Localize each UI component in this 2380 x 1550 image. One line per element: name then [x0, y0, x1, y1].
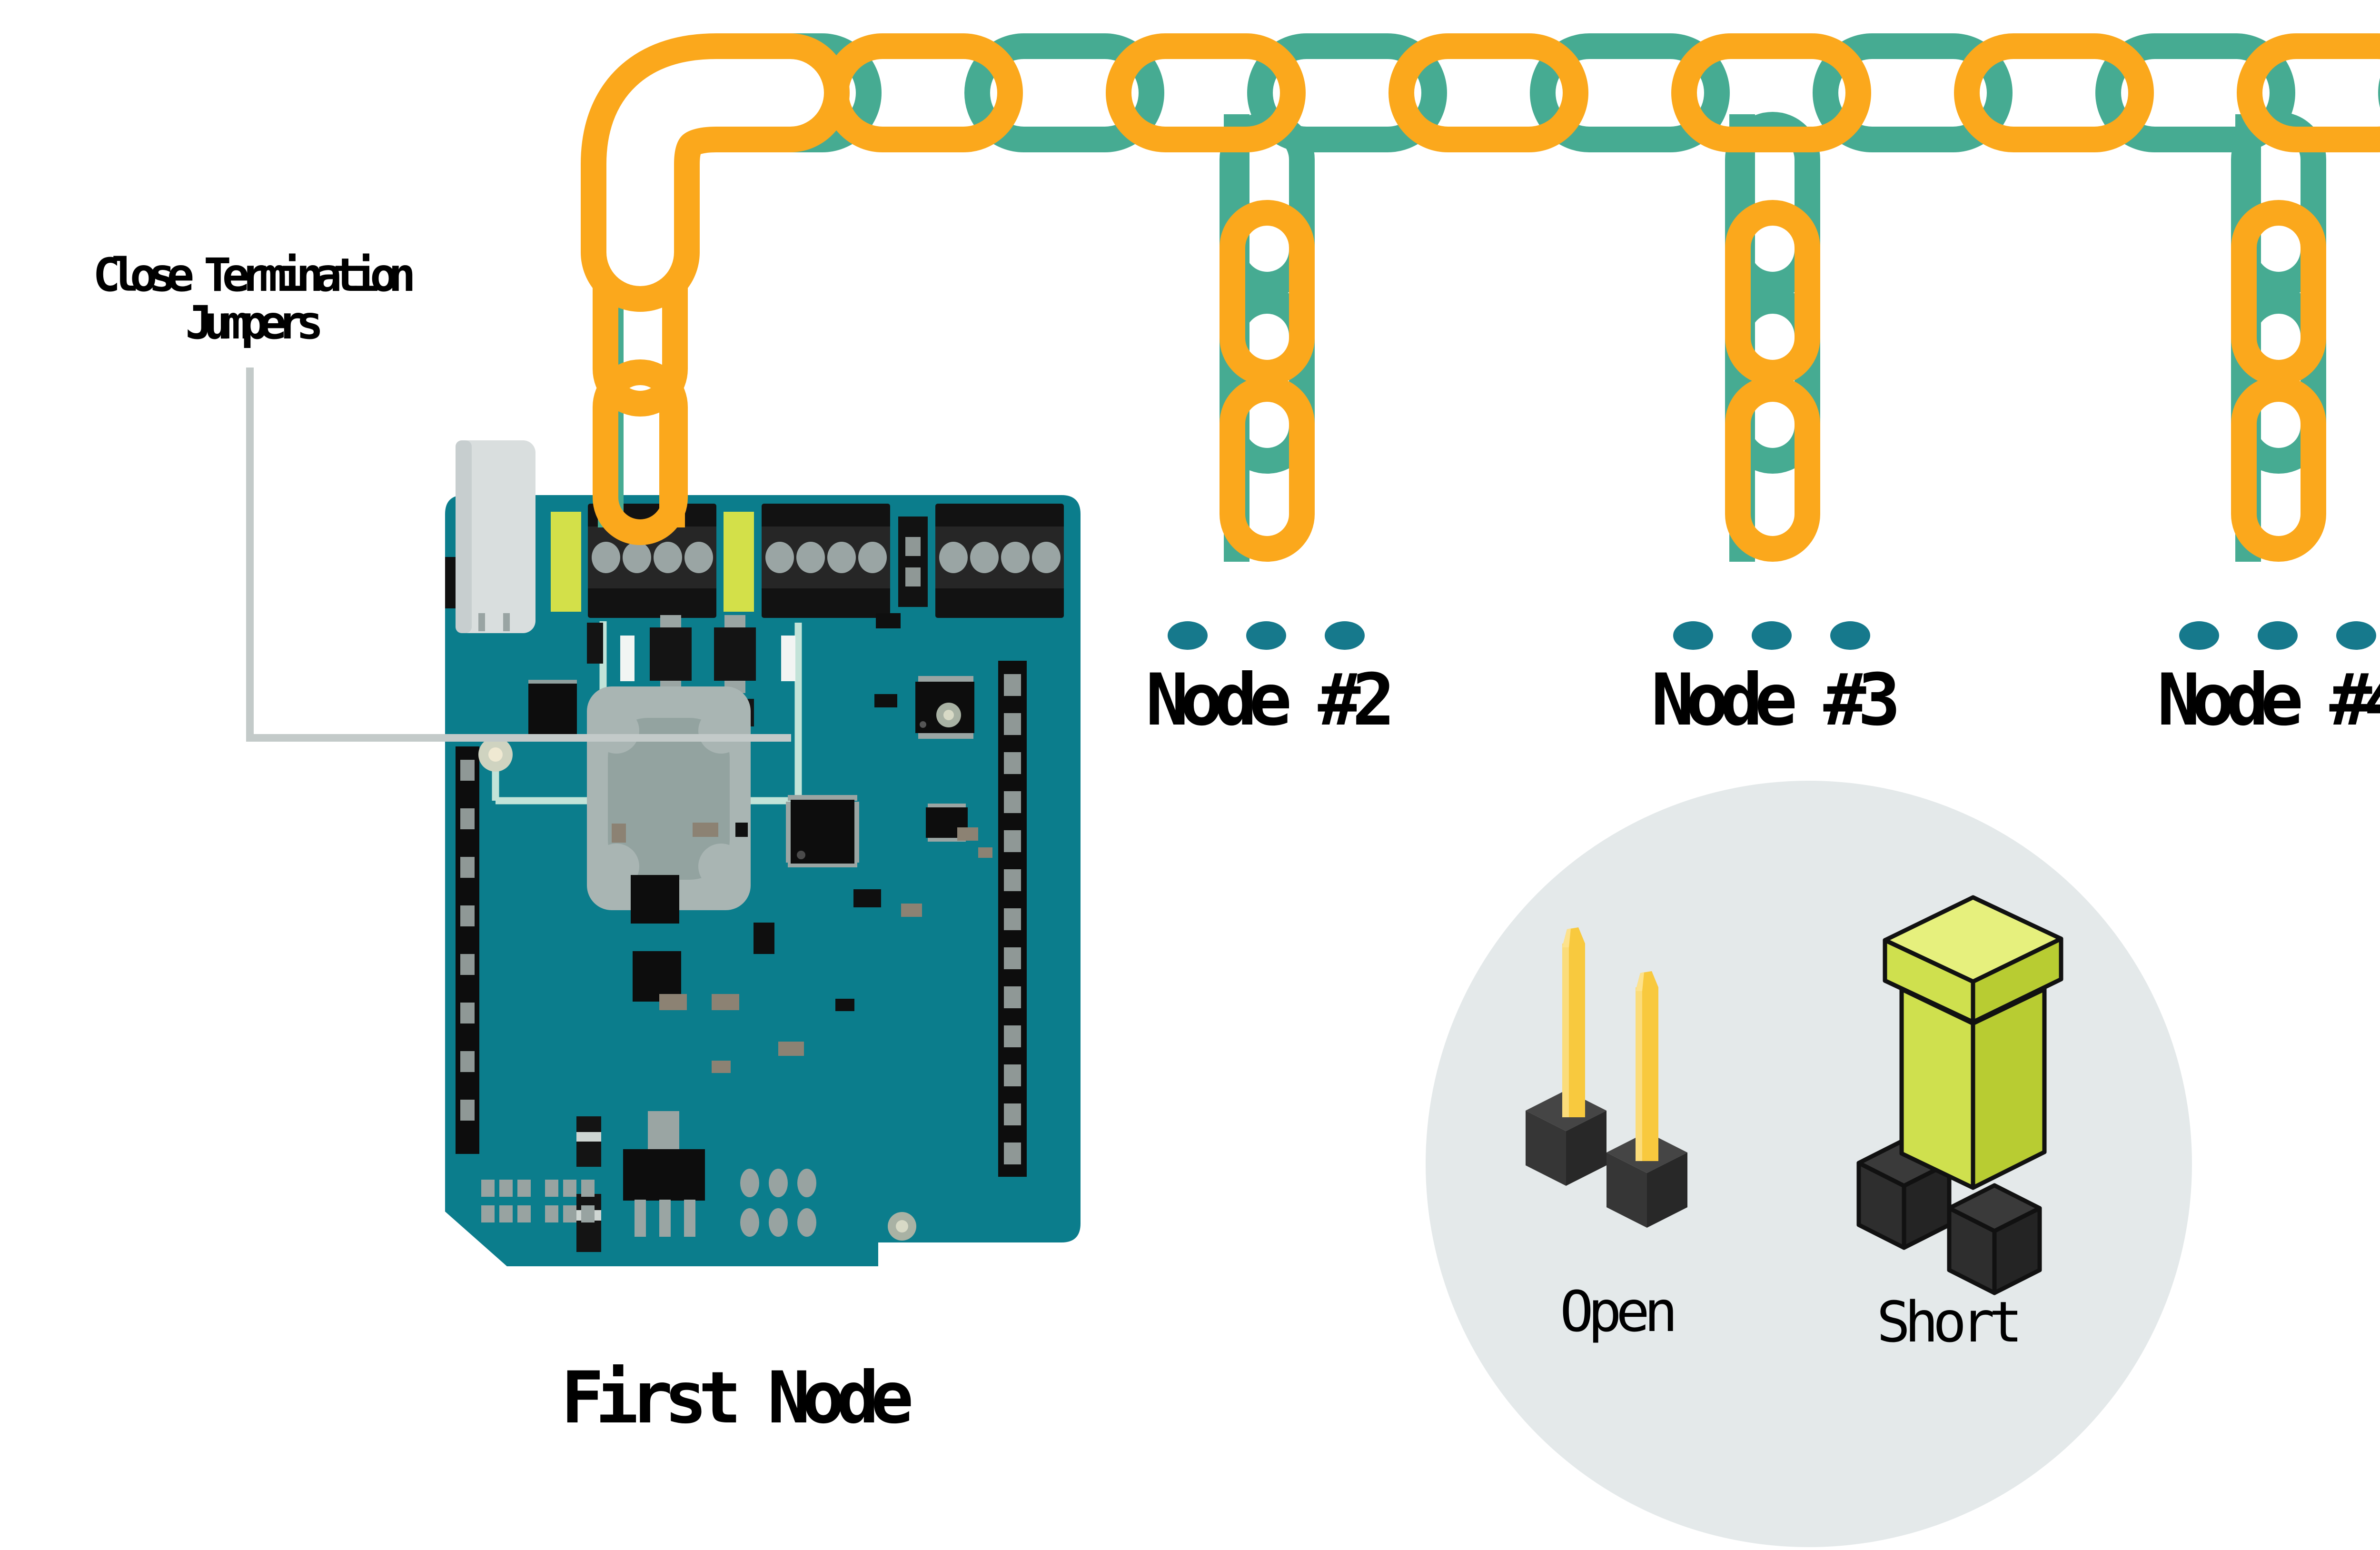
callout-label-left: Close Termination Jumpers: [93, 248, 416, 349]
first-node-board: [445, 440, 1081, 1266]
node3-label: Node #3: [1651, 659, 1901, 742]
open-label: Open: [1559, 1279, 1678, 1344]
callout-left-line2: Jumpers: [185, 296, 324, 349]
short-label: Short: [1876, 1289, 2023, 1355]
corner-link-left: [581, 33, 850, 312]
daisy-chain-bus-wires: [581, 33, 2380, 562]
callout-line-left: [246, 368, 791, 742]
open-jumper-icon: [1526, 927, 1687, 1228]
termination-callout-lines: [246, 368, 791, 742]
node-ellipsis-dots: [1168, 621, 2376, 650]
node2-label: Node #2: [1145, 659, 1395, 742]
node4-label: Node #4: [2157, 659, 2380, 742]
first-node-label: First Node: [561, 1357, 913, 1440]
jumper-legend: [1426, 781, 2192, 1547]
short-jumper-icon: [1856, 895, 2063, 1295]
callout-left-line1: Close Termination: [93, 248, 416, 302]
